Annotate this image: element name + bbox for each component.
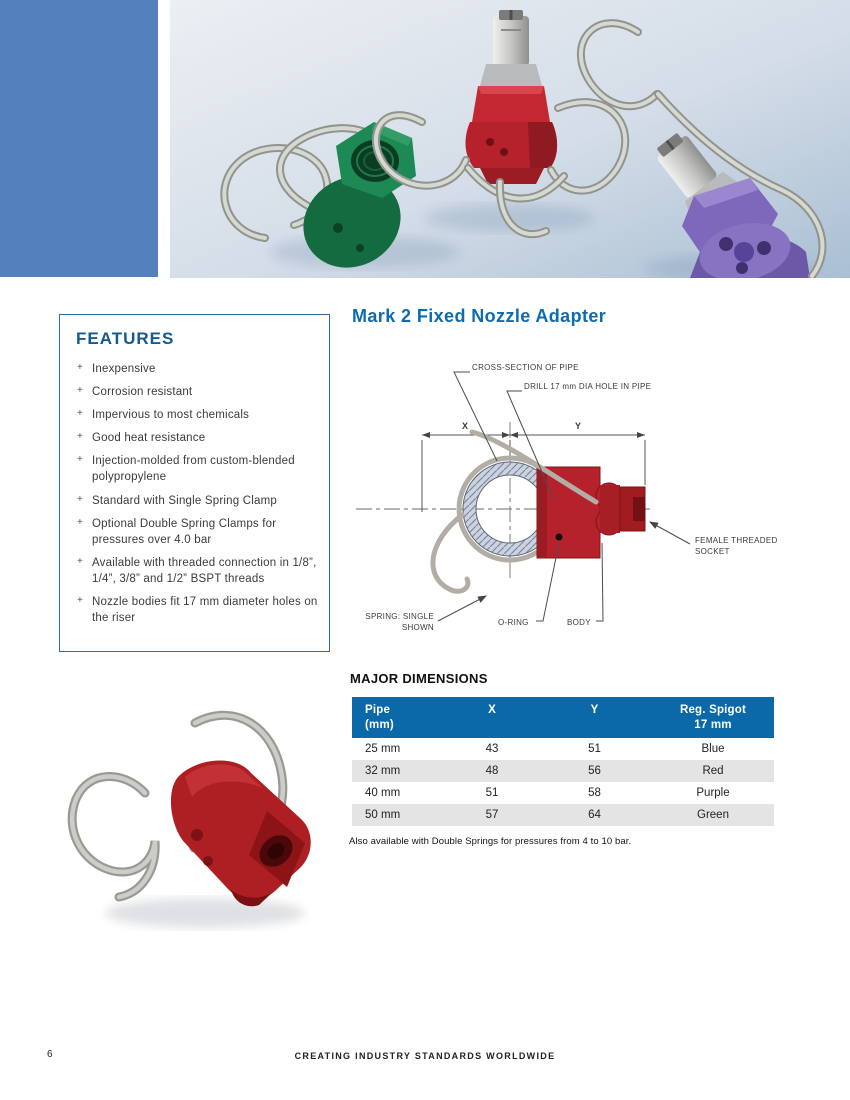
o-ring-drawing (555, 533, 563, 541)
table-row: 40 mm 51 58 Purple (365, 787, 730, 799)
plus-bullet-icon: + (77, 595, 84, 607)
dim-x-label: X (462, 421, 468, 431)
label-cross-section: CROSS-SECTION OF PIPE (472, 363, 579, 372)
table-row: 50 mm 57 64 Green (352, 804, 774, 826)
list-item: +Corrosion resistant (77, 385, 193, 399)
table-header-row: Pipe (mm) X Y Reg. Spigot 17 mm (352, 697, 774, 738)
plus-bullet-icon: + (77, 454, 84, 466)
list-item: +Available with threaded connection in 1… (77, 555, 317, 585)
column-header-x: X (447, 697, 537, 738)
dimension-arrowheads (422, 432, 645, 438)
dimensions-heading: MAJOR DIMENSIONS (350, 671, 488, 686)
product-photo-red-nozzle (45, 685, 311, 928)
label-female-socket-1: FEMALE THREADED (695, 536, 778, 545)
product-photo-hero (170, 0, 850, 278)
list-item: +Good heat resistance (77, 431, 206, 445)
page-number: 6 (47, 1049, 53, 1060)
nozzle-purple (657, 133, 810, 278)
label-o-ring: O-RING (498, 618, 529, 627)
list-item: +Nozzle bodies fit 17 mm diameter holes … (77, 595, 318, 625)
plus-bullet-icon: + (77, 555, 84, 567)
column-header-pipe: Pipe (mm) (352, 697, 447, 738)
plus-bullet-icon: + (77, 431, 84, 443)
label-body: BODY (567, 618, 591, 627)
table-row: 32 mm 48 56 Red (352, 760, 774, 782)
features-heading: FEATURES (76, 329, 175, 348)
dim-y-label: Y (575, 421, 581, 431)
spring-wire-front (72, 776, 155, 897)
list-item: +Inexpensive (77, 362, 156, 375)
dimension-lines (421, 434, 646, 512)
spring-wire-diagonal (469, 429, 599, 505)
label-female-socket-2: SOCKET (695, 547, 730, 556)
plus-bullet-icon: + (77, 493, 84, 505)
table-note: Also available with Double Springs for p… (349, 836, 632, 847)
list-item: +Optional Double Spring Clamps for press… (77, 516, 277, 546)
page-title: Mark 2 Fixed Nozzle Adapter (352, 306, 607, 326)
plus-bullet-icon: + (77, 516, 84, 528)
column-header-y: Y (537, 697, 652, 738)
list-item: +Standard with Single Spring Clamp (77, 493, 277, 507)
footer-tagline: CREATING INDUSTRY STANDARDS WORLDWIDE (294, 1051, 556, 1061)
label-spring-2: SHOWN (402, 623, 434, 632)
spring-wire-drawing (430, 455, 555, 594)
label-drill-hole: DRILL 17 mm DIA HOLE IN PIPE (524, 382, 651, 391)
plus-bullet-icon: + (77, 385, 84, 397)
features-box: FEATURES +Inexpensive +Corrosion resista… (59, 314, 330, 652)
label-spring-1: SPRING: SINGLE (365, 612, 434, 621)
accent-panel (0, 0, 158, 277)
table-row: 25 mm 43 51 Blue (365, 743, 725, 755)
dimensions-table: Pipe (mm) X Y Reg. Spigot 17 mm 25 mm 43… (352, 697, 774, 826)
list-item: +Impervious to most chemicals (77, 408, 250, 422)
red-nozzle-body (170, 760, 311, 907)
plus-bullet-icon: + (77, 362, 84, 373)
nozzle-red (465, 10, 558, 184)
leader-lines (437, 371, 691, 622)
list-item: +Injection-molded from custom-blended po… (77, 454, 295, 484)
column-header-spigot: Reg. Spigot 17 mm (652, 697, 774, 738)
technical-diagram: X Y (356, 363, 778, 632)
features-list: +Inexpensive +Corrosion resistant +Imper… (76, 361, 319, 626)
plus-bullet-icon: + (77, 408, 84, 420)
nozzle-body-drawing (536, 466, 646, 559)
